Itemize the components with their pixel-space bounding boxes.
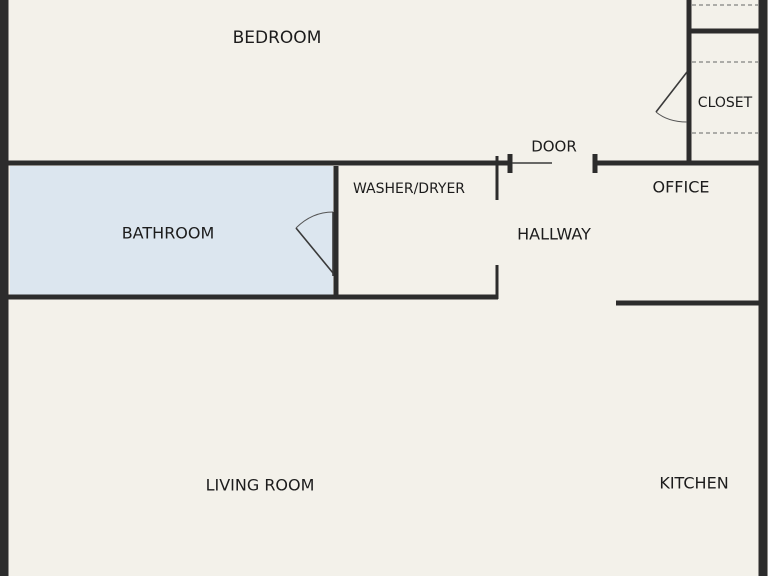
label-office: OFFICE [653,178,710,197]
label-washer-dryer: WASHER/DRYER [353,181,465,197]
label-living-room: LIVING ROOM [206,476,315,495]
bathroom-area [10,166,333,295]
label-closet: CLOSET [698,95,753,111]
closet-door-swing [655,111,688,123]
closet-door-leaf [655,71,688,113]
label-door: DOOR [531,138,577,156]
label-hallway: HALLWAY [517,225,591,244]
bathroom-door-swing [295,211,334,229]
label-kitchen: KITCHEN [659,474,728,493]
label-bedroom: BEDROOM [233,28,322,48]
label-bathroom: BATHROOM [122,224,215,243]
bathroom-door-leaf [295,227,334,274]
